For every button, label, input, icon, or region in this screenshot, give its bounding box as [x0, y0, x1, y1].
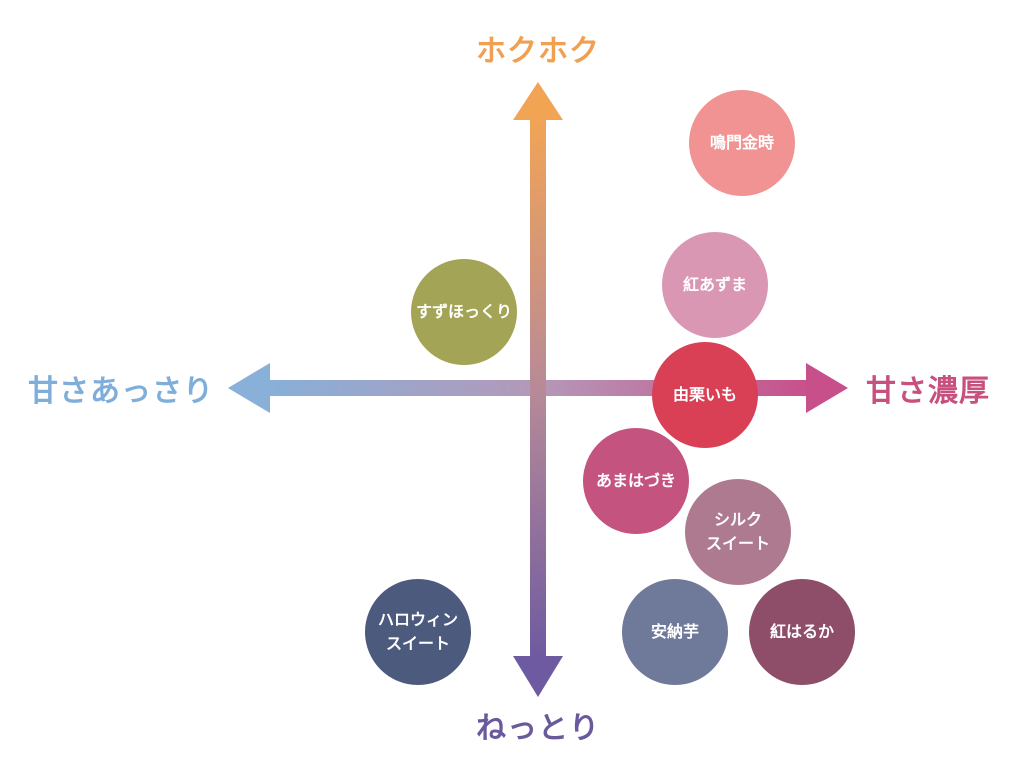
- variety-bubble-yuguri-imo: 由栗いも: [652, 342, 758, 448]
- variety-bubble-beni-azuma: 紅あずま: [662, 232, 768, 338]
- variety-bubble-beni-haruka: 紅はるか: [749, 579, 855, 685]
- variety-bubble-annou-imo: 安納芋: [622, 579, 728, 685]
- axis-label-left: 甘さあっさり: [28, 374, 214, 409]
- vertical-axis-arrow: [513, 82, 563, 697]
- axis-label-right: 甘さ濃厚: [866, 374, 990, 409]
- variety-bubble-silk-sweet: シルク スイート: [685, 479, 791, 585]
- variety-bubble-amahazuki: あまはづき: [583, 428, 689, 534]
- variety-bubble-naruto-kintoki: 鳴門金時: [689, 90, 795, 196]
- variety-bubble-suzuhokkuri: すずほっくり: [411, 259, 517, 365]
- axis-label-bottom: ねっとり: [476, 711, 600, 746]
- variety-bubble-halloween-sweet: ハロウィン スイート: [365, 579, 471, 685]
- axis-label-top: ホクホク: [476, 34, 600, 69]
